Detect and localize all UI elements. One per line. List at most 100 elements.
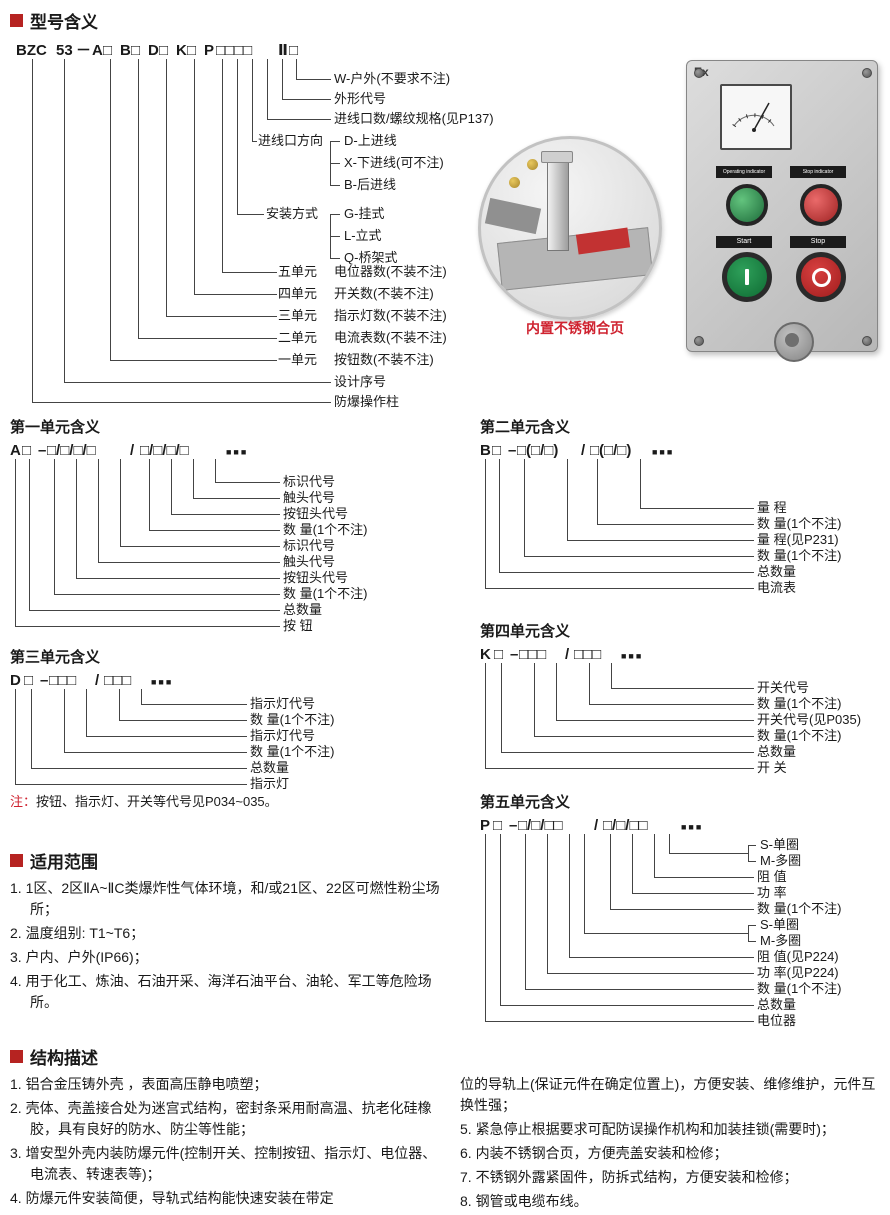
structure-item: 1. 铝合金压铸外壳 ，表面高压静电喷塑；	[10, 1076, 268, 1092]
model-code-part: Ⅱ	[278, 42, 288, 59]
unit2-label: 量 程	[757, 500, 787, 515]
connector-line	[32, 59, 331, 403]
connector-line	[119, 689, 247, 721]
structure-item: 4. 防爆元件安装简便，导轨式结构能快速安装在带定	[10, 1190, 334, 1206]
unit2-label: 数 量(1个不注)	[757, 516, 842, 531]
unit5-label: S-单圈	[760, 917, 800, 932]
scope-list: 1. 1区、2区ⅡA~ⅡC类爆炸性气体环境，和/或21区、22区可燃性粉尘场所；…	[10, 878, 454, 1016]
scope-item: 1. 1区、2区ⅡA~ⅡC类爆炸性气体环境，和/或21区、22区可燃性粉尘场所；	[10, 880, 440, 917]
connector-line	[569, 834, 754, 958]
model-code-part: □	[289, 42, 299, 59]
brass-screw-icon	[527, 159, 538, 170]
model-code-part: D	[148, 42, 159, 59]
unit3-code-part: D	[10, 672, 21, 689]
structure-item: 7. 不锈钢外露紧固件，防拆式结构，方便安装和检修；	[460, 1169, 798, 1185]
model-code-part: □	[187, 42, 197, 59]
unit4-label: 开关代号(见P035)	[757, 712, 862, 727]
unit5-label: 阻 值	[757, 869, 787, 884]
unit4-code-part: K	[480, 646, 491, 663]
label-unit1: 按钮数(不装不注)	[334, 352, 434, 367]
unit3-label: 总数量	[250, 760, 290, 775]
unit3-section-title: 第三单元含义	[10, 649, 101, 666]
connector-line	[524, 459, 754, 557]
indicator-label-right: Stop indicator	[790, 166, 846, 178]
section-title-scope: 适用范围	[10, 848, 98, 873]
unit5-code-dots: ■■■	[681, 822, 704, 832]
inset-caption: 内置不锈钢合页	[526, 320, 624, 336]
unit4-label: 数 量(1个不注)	[757, 728, 842, 743]
stop-symbol-icon	[811, 267, 831, 287]
unit1-label: 触头代号	[283, 490, 336, 505]
model-code-part: BZC	[16, 42, 47, 59]
unit1-section-title: 第一单元含义	[10, 419, 101, 436]
indicator-light-red	[800, 184, 842, 226]
structure-item: 5. 紧急停止根据要求可配防误操作机构和加装挂锁(需要时)；	[460, 1121, 835, 1137]
connector-line	[110, 59, 277, 361]
model-code-part: □	[103, 42, 113, 59]
unit1-code-part: □	[22, 442, 32, 459]
connector-line	[485, 834, 754, 1022]
unit5-label: S-单圈	[760, 837, 800, 852]
connector-line	[296, 59, 331, 80]
footnote-prefix: 注：	[10, 794, 37, 809]
unit5-code-part: □/□/□□	[603, 817, 648, 834]
model-code-part: B	[120, 42, 131, 59]
label-design-serial: 设计序号	[334, 374, 387, 389]
model-code-part: □	[131, 42, 141, 59]
label-product-name: 防爆操作柱	[334, 394, 400, 409]
unit2-code-part: B	[480, 442, 491, 459]
structure-item-continuation: 位的导轨上(保证元件在确定位置上)，方便安装、维修维护，元件互换性强；	[460, 1076, 876, 1113]
screw-icon	[694, 68, 704, 78]
connector-line	[141, 689, 247, 705]
label-unit4: 开关数(不装不注)	[334, 286, 434, 301]
unit2-code-part: □(□/□)	[590, 442, 632, 459]
scope-item: 2. 温度组别: T1~T6；	[10, 925, 145, 941]
unit3-label: 数 量(1个不注)	[250, 744, 335, 759]
section-title-text: 结构描述	[30, 1049, 98, 1068]
connector-line	[29, 459, 280, 611]
connector-line	[54, 459, 280, 595]
label-inlet-rear: B-后进线	[344, 177, 397, 192]
hinge-pin-head	[541, 151, 573, 163]
connector-line	[485, 663, 754, 769]
unit5-label: 数 量(1个不注)	[757, 981, 842, 996]
unit2-code-dots: ■■■	[652, 447, 675, 457]
model-code-part: P	[204, 42, 215, 59]
product-photo-control-station: Ex Operating indicator Stop indicator St…	[686, 60, 878, 362]
connector-line	[193, 459, 280, 499]
unit5-label: M-多圈	[760, 933, 802, 948]
unit1-code-part: □/□/□/□	[140, 442, 189, 459]
label-inlet-bottom: X-下进线(可不注)	[344, 155, 444, 170]
unit2-label: 电流表	[757, 580, 797, 595]
bracket-line	[748, 925, 749, 941]
connector-line	[499, 459, 754, 573]
bracket-line	[748, 845, 756, 846]
unit3-label: 指示灯代号	[250, 728, 316, 743]
start-label: Start	[716, 236, 772, 248]
bracket-line	[330, 185, 340, 186]
connector-line	[252, 59, 257, 142]
unit1-label: 标识代号	[283, 538, 336, 553]
connector-line	[640, 459, 754, 509]
connector-line	[610, 834, 754, 910]
unit5-label: 功 率(见P224)	[757, 965, 839, 980]
model-code-part: 53	[56, 42, 73, 59]
connector-line	[98, 459, 280, 563]
unit1-code-dots: ■■■	[226, 447, 249, 457]
connector-line	[86, 689, 247, 737]
connector-line	[589, 663, 754, 705]
unit1-label: 按钮头代号	[283, 506, 349, 521]
meter-dial-icon	[732, 102, 776, 132]
connector-line	[222, 59, 277, 273]
bracket-line	[748, 845, 749, 861]
connector-line	[567, 459, 754, 541]
unit1-label: 数 量(1个不注)	[283, 522, 368, 537]
unit4-label: 数 量(1个不注)	[757, 696, 842, 711]
unit4-label: 总数量	[757, 744, 797, 759]
footnote: 注：按钮、指示灯、开关等代号见P034~035。	[10, 794, 278, 809]
label-unit2: 电流表数(不装不注)	[334, 330, 447, 345]
unit3-label: 指示灯代号	[250, 696, 316, 711]
model-code-part: □□□□	[216, 42, 253, 59]
connector-line	[149, 459, 280, 531]
connector-line	[194, 59, 277, 295]
